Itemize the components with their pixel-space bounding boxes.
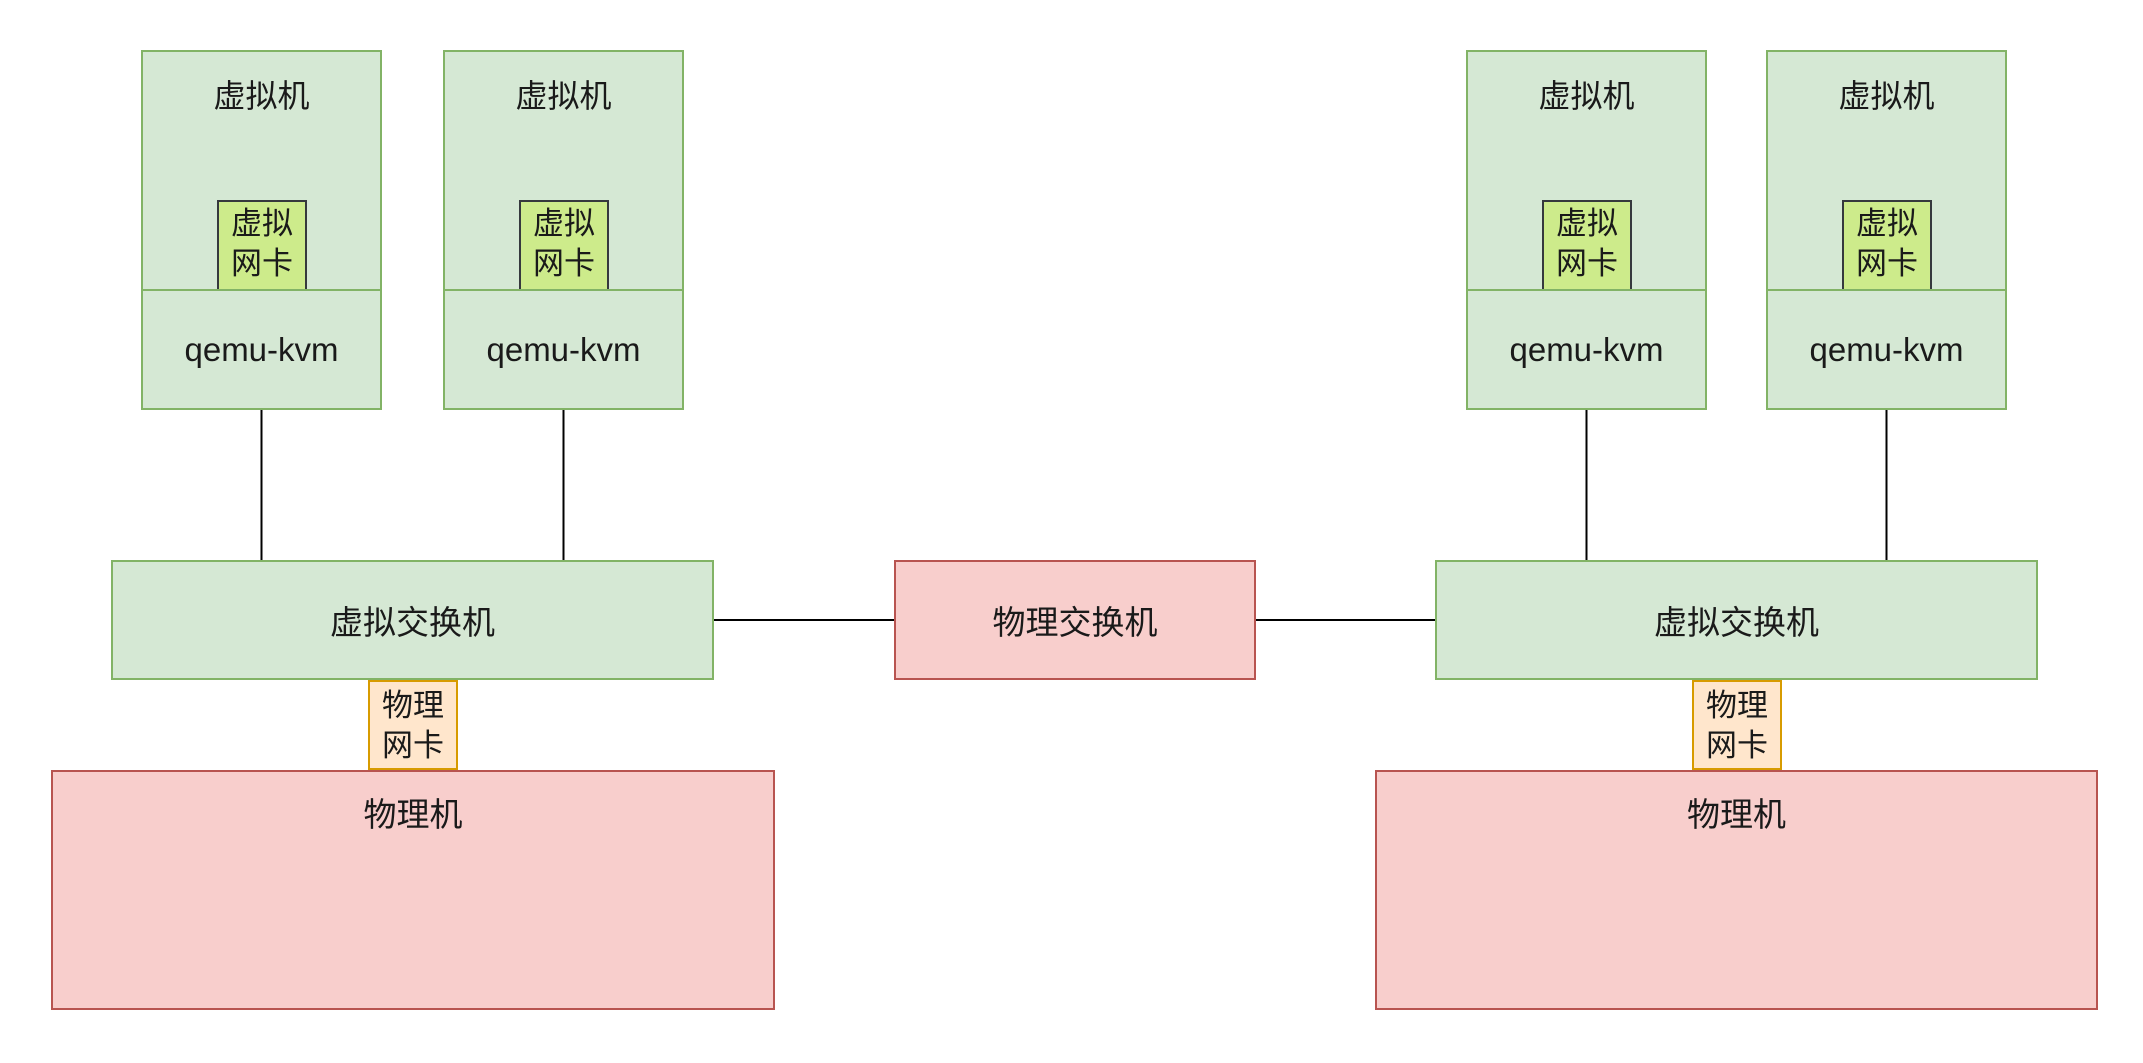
- machine-title: 物理机: [363, 795, 463, 834]
- vnic-label-line: 虚拟: [231, 206, 293, 242]
- virtual-nic: 虚拟 网卡: [1542, 200, 1632, 291]
- virtual-machine: 虚拟机 虚拟 网卡 qemu-kvm: [1466, 50, 1707, 410]
- hypervisor: qemu-kvm: [1468, 289, 1705, 408]
- vm-title: 虚拟机: [213, 77, 310, 115]
- virtual-machine: 虚拟机 虚拟 网卡 qemu-kvm: [443, 50, 684, 410]
- virtual-nic: 虚拟 网卡: [519, 200, 609, 291]
- vnic-label-line: 网卡: [533, 246, 595, 282]
- pnic-label-line: 网卡: [382, 728, 444, 764]
- hypervisor: qemu-kvm: [143, 289, 380, 408]
- pnic-label-line: 物理: [382, 688, 444, 724]
- machine-title: 物理机: [1687, 795, 1786, 834]
- pnic-label-line: 物理: [1706, 688, 1768, 724]
- pnic-label-line: 网卡: [1706, 728, 1768, 764]
- vnic-label-line: 网卡: [1856, 246, 1918, 282]
- physical-switch: 物理交换机: [894, 560, 1256, 680]
- physical-nic: 物理 网卡: [368, 680, 458, 770]
- vnic-label-line: 网卡: [1556, 246, 1618, 282]
- vnic-label-line: 虚拟: [1856, 206, 1918, 242]
- virtual-switch: 虚拟交换机: [111, 560, 714, 680]
- vm-title: 虚拟机: [1838, 77, 1935, 115]
- vm-title: 虚拟机: [1538, 77, 1635, 115]
- vnic-label-line: 虚拟: [1556, 206, 1618, 242]
- physical-nic: 物理 网卡: [1692, 680, 1782, 770]
- vnic-label-line: 网卡: [231, 246, 293, 282]
- hypervisor: qemu-kvm: [445, 289, 682, 408]
- vm-title: 虚拟机: [515, 77, 612, 115]
- virtual-machine: 虚拟机 虚拟 网卡 qemu-kvm: [1766, 50, 2007, 410]
- physical-machine: 物理机: [1375, 770, 2098, 1010]
- hypervisor: qemu-kvm: [1768, 289, 2005, 408]
- physical-machine: 物理机: [51, 770, 775, 1010]
- virtual-machine: 虚拟机 虚拟 网卡 qemu-kvm: [141, 50, 382, 410]
- virtual-switch: 虚拟交换机: [1435, 560, 2038, 680]
- vnic-label-line: 虚拟: [533, 206, 595, 242]
- virtual-nic: 虚拟 网卡: [1842, 200, 1932, 291]
- virtual-nic: 虚拟 网卡: [217, 200, 307, 291]
